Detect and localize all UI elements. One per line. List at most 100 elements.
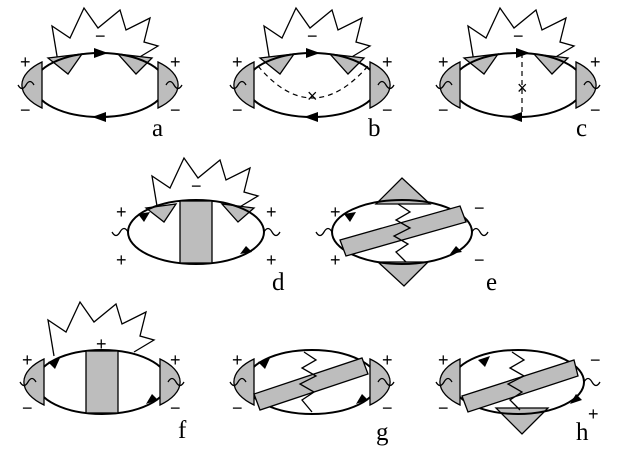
panel-label: b [368, 115, 381, 142]
sign-upper-right: + [382, 350, 393, 370]
sign-top: − [191, 176, 202, 196]
panel-label: a [152, 115, 163, 142]
vertex-diamond-bottom [376, 261, 430, 287]
arrow-lower-right [356, 394, 368, 404]
cross-marker: × [307, 86, 318, 106]
sign-top: − [95, 26, 106, 46]
sign-lower-left: − [232, 100, 243, 120]
sign-upper-right: − [474, 198, 485, 218]
sign-upper-left: + [438, 350, 449, 370]
sign-lower-left: − [232, 398, 243, 418]
sign-top: + [96, 334, 107, 354]
external-photon-right [377, 80, 395, 90]
arrow-upper-left [138, 212, 150, 222]
vertex-triangle-right [532, 53, 570, 75]
sign-lower-left: − [22, 398, 33, 418]
external-photon-left [435, 377, 453, 387]
sign-lower-right: + [266, 250, 277, 270]
sign-top: − [307, 26, 318, 46]
end-vertex-right [369, 60, 391, 110]
sign-lower-left: + [330, 250, 341, 270]
sign-upper-right: + [170, 350, 181, 370]
panel-label: c [576, 115, 587, 142]
panel-label: f [178, 417, 187, 444]
arrow-upper-left [478, 356, 490, 367]
sign-upper-right: + [266, 202, 277, 222]
arrow-upper-left [344, 212, 356, 222]
sign-top: − [513, 26, 524, 46]
sign-upper-left: + [20, 52, 31, 72]
ladder-vertex-rectangle [85, 350, 119, 414]
panel-c: × − + − + − c [435, 6, 601, 142]
external-photon-right [377, 377, 395, 387]
external-photon-right [167, 377, 185, 387]
arrow-top [306, 48, 320, 58]
arrow-bottom [304, 112, 318, 122]
arrow-top [516, 48, 530, 58]
sign-upper-right: − [590, 350, 601, 370]
vertex-triangle-right [116, 53, 154, 75]
sign-lower-right: − [170, 100, 181, 120]
sign-lower-left: + [116, 250, 127, 270]
panel-label: g [376, 419, 389, 446]
panel-a: − + − + − a [17, 6, 183, 142]
fermion-loop-ellipse [33, 52, 167, 118]
arrow-lower-right [240, 246, 252, 254]
external-photon-left [229, 377, 247, 387]
end-vertex-right [157, 60, 179, 110]
sign-upper-left: + [116, 202, 127, 222]
external-photon-left [315, 227, 333, 237]
external-photon-right [263, 227, 281, 237]
external-photon-left [229, 80, 247, 90]
arrow-upper-left [48, 358, 60, 369]
vertex-triangle-left [46, 53, 84, 75]
panel-f: + + − + − f [19, 300, 187, 444]
end-vertex-right [575, 60, 597, 110]
end-vertex-left [233, 357, 255, 407]
vertex-diamond-top [374, 177, 432, 205]
cross-marker: × [517, 78, 528, 98]
external-photon-left [19, 377, 37, 387]
ladder-vertex-rectangle [179, 200, 213, 264]
panel-e: + + − − e [315, 177, 497, 296]
panel-g: + − + − g [229, 349, 395, 446]
arrow-top [94, 48, 108, 58]
sign-upper-left: + [232, 52, 243, 72]
vertex-triangle-left [144, 203, 178, 223]
panel-label: h [576, 419, 589, 446]
sign-upper-right: + [382, 52, 393, 72]
photon-zigzag-line [263, 6, 372, 63]
sign-lower-right: − [382, 100, 393, 120]
sign-upper-left: + [232, 350, 243, 370]
crossed-photon-zigzag [298, 351, 318, 413]
arrow-lower-right [146, 394, 158, 404]
sign-lower-left: − [20, 100, 31, 120]
end-vertex-left [439, 60, 461, 110]
arrow-lower-right [450, 246, 462, 254]
crossed-photon-zigzag [506, 351, 526, 411]
crossed-photon-zigzag [392, 203, 412, 263]
panel-label: e [486, 269, 497, 296]
vertex-triangle-left [258, 53, 296, 75]
sign-lower-right: − [590, 100, 601, 120]
sign-upper-right: + [170, 52, 181, 72]
photon-zigzag-line [47, 300, 156, 357]
panel-label: d [272, 269, 285, 296]
panel-b: × − + − + − b [229, 6, 395, 142]
end-vertex-left [233, 60, 255, 110]
sign-lower-right: + [588, 404, 599, 424]
photon-zigzag-line [467, 6, 576, 63]
external-photon-right [583, 80, 601, 90]
photon-zigzag-line [151, 156, 260, 213]
vertex-triangle-left [462, 53, 500, 75]
arrow-bottom [508, 112, 522, 122]
external-photon-left [17, 80, 35, 90]
fermion-loop-ellipse [245, 52, 379, 118]
photon-zigzag-line [51, 6, 160, 63]
external-photon-right [583, 377, 601, 387]
end-vertex-right [159, 357, 181, 407]
arrow-bottom [92, 112, 106, 122]
arrow-upper-left [258, 358, 270, 369]
panel-h: + − − + h [435, 349, 601, 446]
vertex-triangle-right [328, 53, 366, 75]
